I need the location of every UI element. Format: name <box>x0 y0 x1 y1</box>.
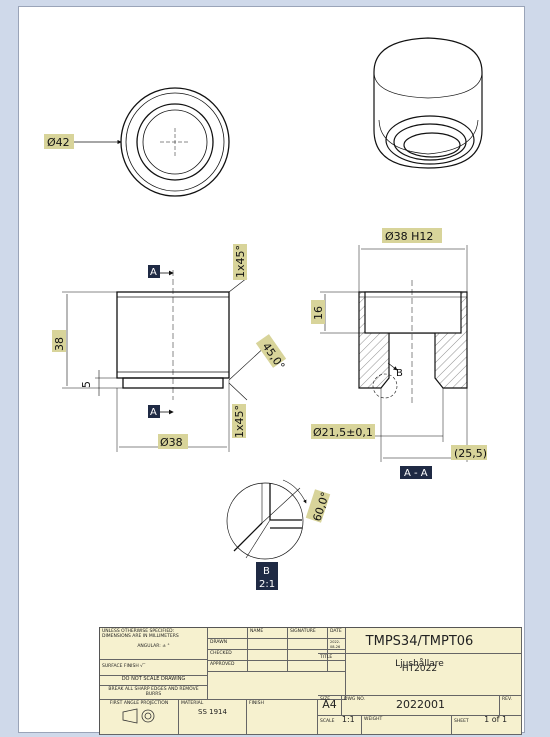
section-label-bg <box>400 466 432 479</box>
dim-depth: 16 <box>312 306 325 320</box>
note-surface-finish: SURFACE FINISH <box>102 664 139 669</box>
drawn-date: 2022-08-26 <box>328 639 346 650</box>
detail-marker: B <box>396 368 403 379</box>
isometric-view <box>373 37 483 169</box>
dim-height-bg <box>52 330 66 352</box>
title-line1: Ljushållare <box>395 659 444 669</box>
dim-hole-diameter: Ø21,5±0,1 <box>313 426 373 439</box>
blank-rows <box>208 672 346 700</box>
dim-groove: 5 <box>80 381 93 388</box>
dim-chamfer-top: 1x45° <box>234 245 247 278</box>
finish-cell: FINISH <box>247 700 318 735</box>
dim-hole-diameter-bg <box>311 424 375 439</box>
first-angle-projection-icon <box>122 708 155 724</box>
sheet-label: SHEET <box>454 719 469 724</box>
dim-ref-bg <box>451 445 487 460</box>
dim-outer-diameter-bg <box>158 434 188 449</box>
approved-name <box>248 661 288 672</box>
do-not-scale-cell: DO NOT SCALE DRAWING <box>100 676 208 686</box>
scale-value: 1:1 <box>341 716 355 724</box>
note-unless: UNLESS OTHERWISE SPECIFIED: <box>102 629 175 634</box>
scale-cell: SCALE 1:1 <box>318 716 362 735</box>
detail-label-bg <box>256 562 278 590</box>
size-value: A4 <box>322 698 337 711</box>
title-line2: HT2022 <box>401 664 438 674</box>
section-marker-bottom: A <box>150 407 157 418</box>
header-date: DATE <box>328 628 346 639</box>
note-do-not-scale: DO NOT SCALE DRAWING <box>121 676 186 682</box>
note-dims-mm: DIMENSIONS ARE IN MILLIMETERS <box>102 634 179 639</box>
dim-chamfer-bottom-bg <box>232 404 246 438</box>
scale-label: SCALE <box>320 719 335 724</box>
dim-diameter-top-bg <box>44 134 74 149</box>
dwg-no-value: 2022001 <box>396 698 445 711</box>
dim-angle-45-bg <box>255 334 287 368</box>
section-marker-top-bg <box>148 265 160 278</box>
detail-view <box>226 479 307 560</box>
note-angular: ANGULAR: ± ° <box>137 644 170 649</box>
approved-signature <box>288 661 328 672</box>
front-view <box>62 270 269 452</box>
project-number: TMPS34/TMPT06 <box>318 628 522 654</box>
checked-signature <box>288 650 328 661</box>
grid-corner <box>208 628 248 639</box>
sheet-cell: SHEET 1 of 1 <box>452 716 522 735</box>
title-block: UNLESS OTHERWISE SPECIFIED: DIMENSIONS A… <box>99 627 522 735</box>
section-view <box>320 245 468 462</box>
finish-label: FINISH <box>249 701 264 706</box>
material-cell: MATERIAL SS 1914 <box>179 700 247 735</box>
dwg-no-label: DWG NO. <box>344 697 365 702</box>
dwg-no-cell: DWG NO. 2022001 <box>342 696 500 716</box>
surface-finish-icon: √‾ <box>140 664 146 669</box>
dim-depth-bg <box>311 300 325 324</box>
drawn-name <box>248 639 288 650</box>
material-value: SS 1914 <box>198 708 227 716</box>
checked-date <box>328 650 346 661</box>
approved-date <box>328 661 346 672</box>
row-drawn: DRAWN <box>208 639 248 650</box>
dim-diameter-top: Ø42 <box>47 136 70 149</box>
top-view <box>72 87 230 197</box>
break-edges-cell: BREAK ALL SHARP EDGES AND REMOVE BURRS <box>100 686 208 700</box>
general-notes: UNLESS OTHERWISE SPECIFIED: DIMENSIONS A… <box>100 628 208 660</box>
dim-bore-bg <box>382 228 442 243</box>
dim-angle-60-bg <box>305 489 331 523</box>
weight-label: WEIGHT <box>364 717 383 722</box>
rev-cell: REV. <box>500 696 522 716</box>
size-cell: SIZE A4 <box>318 696 342 716</box>
title-cell: TITLE Ljushållare HT2022 <box>318 654 522 696</box>
detail-label-letter: B <box>263 566 270 577</box>
row-checked: CHECKED <box>208 650 248 661</box>
detail-label-scale: 2:1 <box>259 579 275 590</box>
dim-outer-diameter: Ø38 <box>160 436 183 449</box>
section-label: A - A <box>404 468 428 479</box>
title-label: TITLE <box>320 655 333 660</box>
dim-height: 38 <box>53 337 66 351</box>
size-label: SIZE <box>320 697 331 702</box>
dim-chamfer-top-bg <box>233 244 247 280</box>
note-projection: FIRST ANGLE PROJECTION <box>109 701 169 706</box>
material-label: MATERIAL <box>181 701 204 706</box>
header-name: NAME <box>248 628 288 639</box>
header-signature: SIGNATURE <box>288 628 328 639</box>
dim-chamfer-bottom: 1x45° <box>233 405 246 438</box>
drawn-signature <box>288 639 328 650</box>
surface-finish-cell: SURFACE FINISH √‾ <box>100 660 208 676</box>
note-break-edges: BREAK ALL SHARP EDGES AND REMOVE BURRS <box>108 687 199 697</box>
dim-ref: (25,5) <box>454 447 487 460</box>
weight-cell: WEIGHT <box>362 716 452 735</box>
rev-label: REV. <box>502 697 512 702</box>
section-marker-top: A <box>150 267 157 278</box>
sheet-value: 1 of 1 <box>484 716 508 724</box>
checked-name <box>248 650 288 661</box>
section-marker-bottom-bg <box>148 405 160 418</box>
row-approved: APPROVED <box>208 661 248 672</box>
projection-cell: FIRST ANGLE PROJECTION <box>100 700 179 735</box>
dim-bore: Ø38 H12 <box>385 230 433 243</box>
